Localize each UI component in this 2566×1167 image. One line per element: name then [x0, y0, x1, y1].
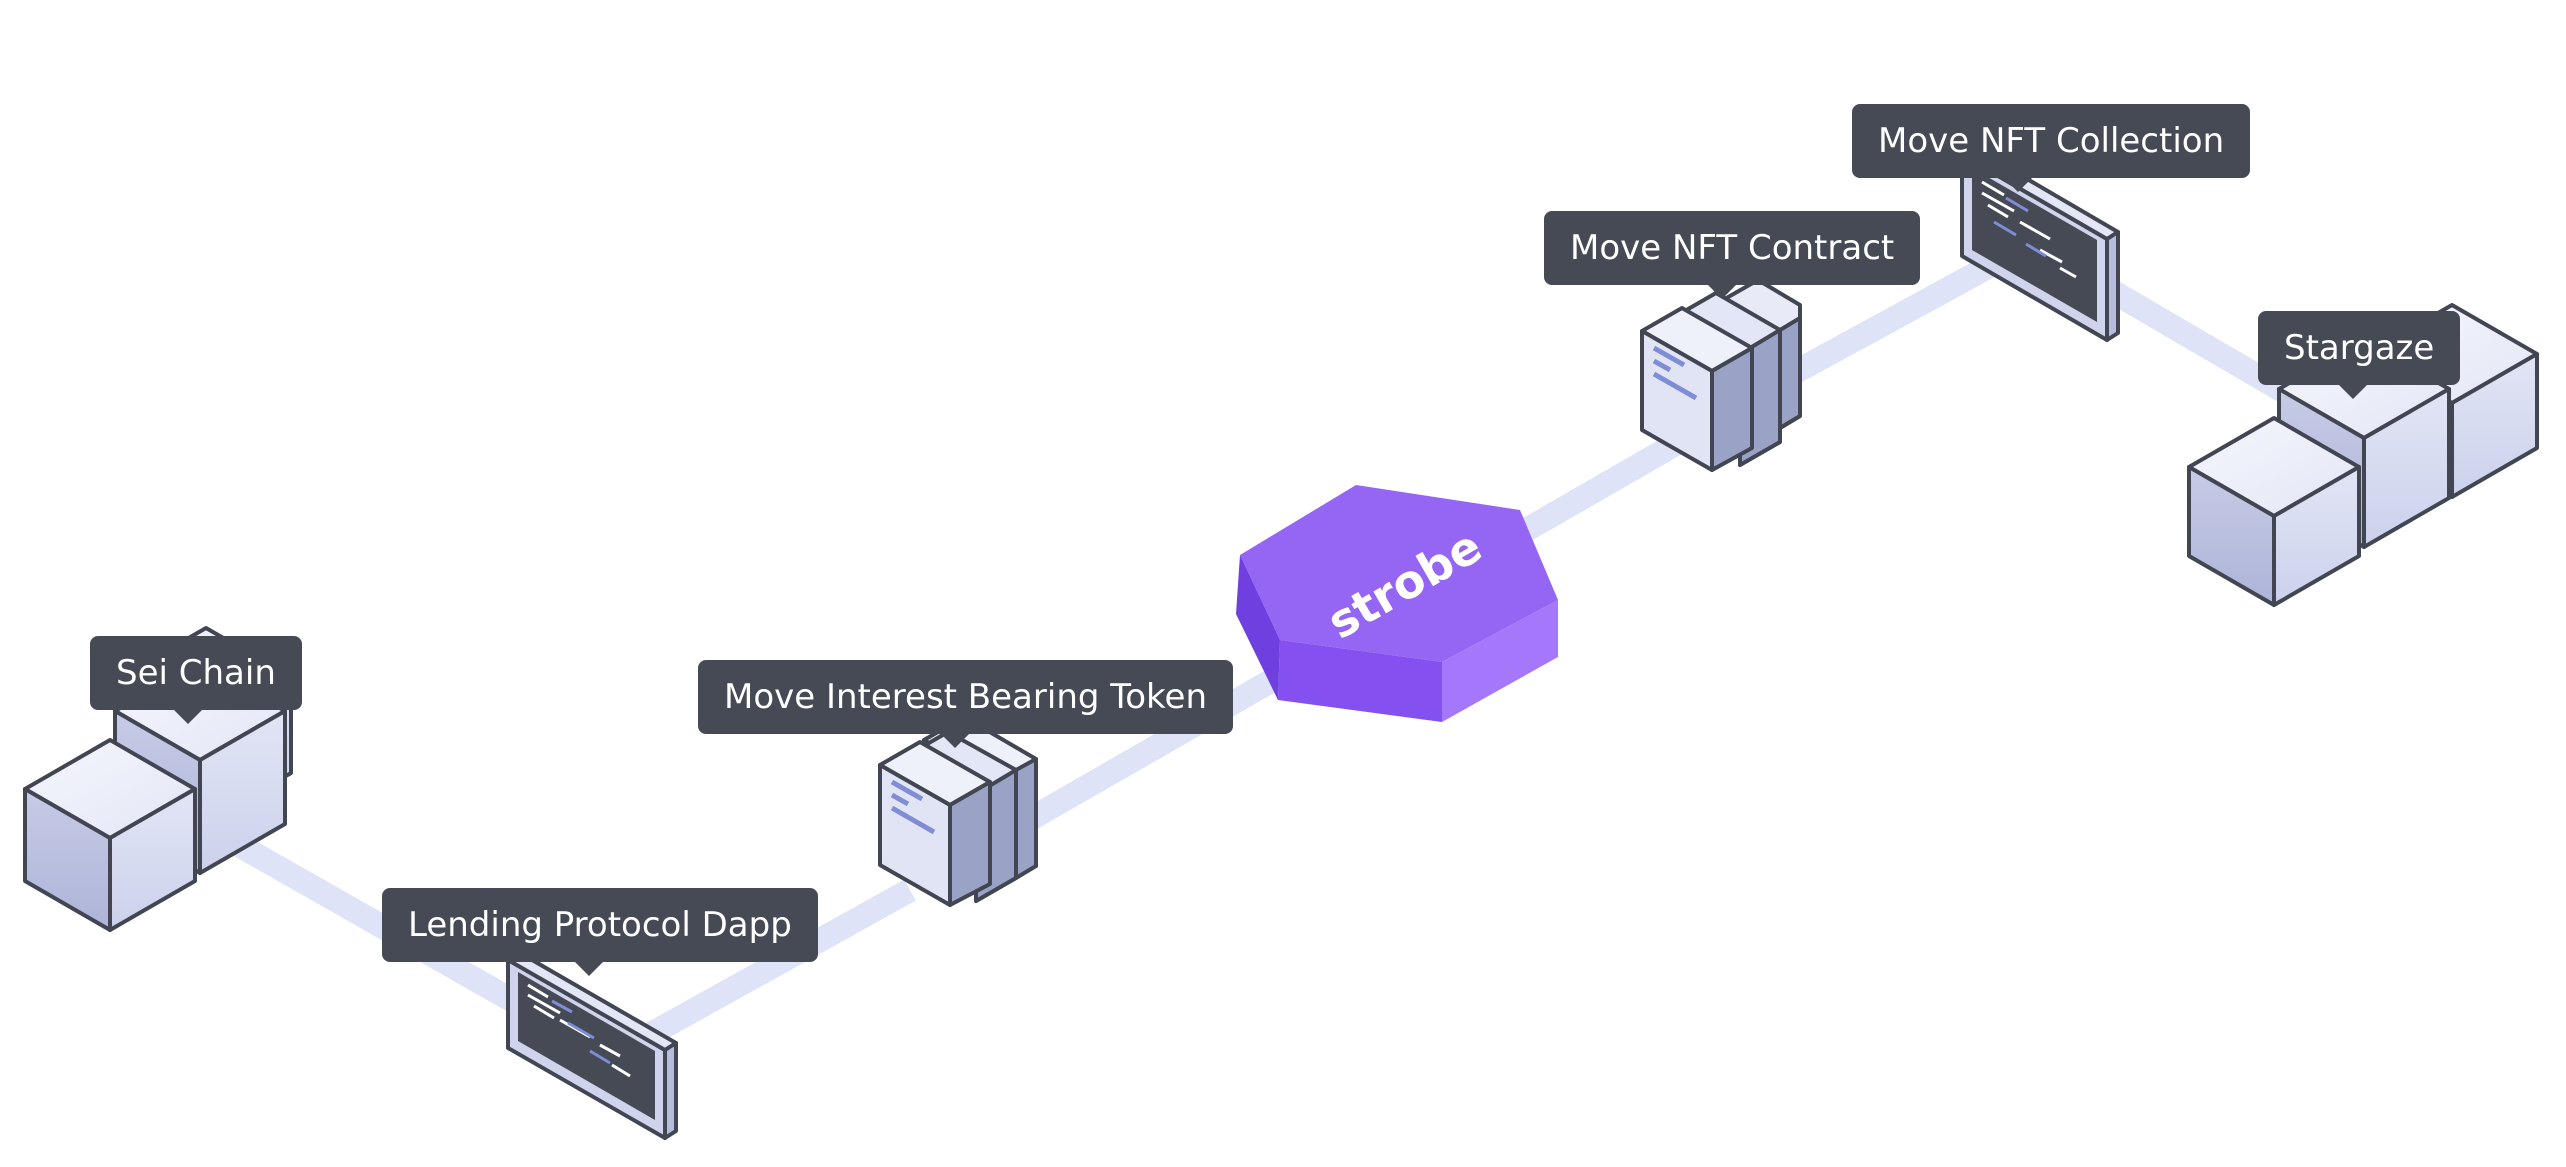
connector-hub-contract — [1494, 419, 1706, 556]
cube-front — [2187, 416, 2361, 607]
label-move-interest-bearing-token: Move Interest Bearing Token — [698, 660, 1233, 748]
connector-sei-lending — [224, 829, 526, 1016]
connector-lines — [224, 244, 2297, 1051]
label-lending-protocol-dapp: Lending Protocol Dapp — [382, 888, 818, 976]
connector-contract-collection — [1784, 244, 2016, 386]
label-move-nft-collection: Move NFT Collection — [1852, 104, 2251, 192]
connector-token-hub — [1014, 659, 1296, 836]
cube-front — [23, 738, 197, 932]
label-stargaze: Stargaze — [2258, 311, 2461, 399]
label-move-nft-contract: Move NFT Contract — [1544, 211, 1921, 299]
document-lines — [890, 779, 936, 835]
document-lines — [1652, 345, 1698, 401]
code-lines — [1981, 180, 2077, 279]
document-stack-icon — [1640, 278, 1802, 472]
hexagon-hub-icon: strobe — [1236, 485, 1558, 722]
connector-lending-token — [634, 879, 916, 1051]
document-stack-icon — [878, 715, 1038, 907]
code-screen-icon — [506, 951, 678, 1140]
label-sei-chain: Sei Chain — [90, 636, 302, 724]
